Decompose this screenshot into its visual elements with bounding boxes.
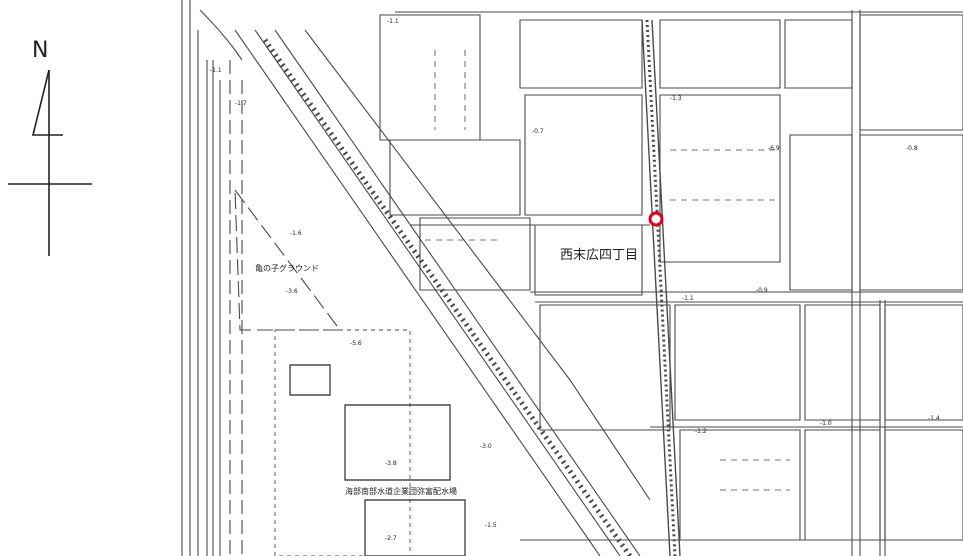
spot-height: -1.1	[682, 295, 694, 302]
spot-height: -0.7	[532, 128, 544, 135]
facility-boundary	[274, 329, 411, 556]
block-district	[534, 224, 643, 296]
spot-height: -0.9	[756, 287, 768, 294]
block-bottom-row	[679, 429, 963, 541]
block-right-a	[659, 19, 781, 263]
railway-track	[262, 38, 633, 556]
spot-height: -6.9	[768, 145, 780, 152]
curve-road	[199, 9, 243, 61]
ground-boundary	[234, 188, 342, 331]
main-road	[641, 19, 681, 556]
spot-height: -5.6	[350, 340, 362, 347]
spot-height: -3.8	[385, 460, 397, 467]
spot-height: -1.0	[820, 420, 832, 427]
spot-height: -1.6	[290, 230, 302, 237]
spot-height: -1.1	[387, 18, 399, 25]
spot-height: -1.5	[485, 522, 497, 529]
spot-height: -0.8	[906, 145, 918, 152]
location-marker[interactable]	[648, 211, 664, 227]
spot-height: -1.1	[210, 67, 222, 74]
diagonal-road	[304, 29, 651, 501]
map-canvas[interactable]: 西末広四丁目 亀の子グラウンド 海部南部水道企業団弥富配水場 -1.1 -0.7…	[180, 0, 963, 556]
facility-structures	[289, 364, 466, 556]
spot-height: -3.0	[480, 443, 492, 450]
block-right-c	[859, 14, 963, 291]
facility-label: 海部南部水道企業団弥富配水場	[345, 486, 457, 496]
spot-height: -1.7	[235, 100, 247, 107]
north-label: N	[32, 38, 49, 63]
north-arrow-icon	[8, 69, 92, 256]
block-right-b	[784, 19, 853, 291]
north-arrow: N	[0, 0, 120, 300]
ground-label: 亀の子グラウンド	[255, 263, 319, 273]
block-small	[419, 217, 531, 291]
spot-height: -1.4	[928, 415, 940, 422]
railway-lines	[234, 29, 641, 556]
spot-height: -1.2	[695, 428, 707, 435]
dashed-parcels	[425, 50, 790, 491]
spot-height: -3.6	[286, 288, 298, 295]
spot-height: -1.3	[670, 95, 682, 102]
district-label: 西末広四丁目	[560, 248, 638, 263]
block-lower-row	[539, 304, 963, 431]
left-road-lines	[181, 0, 221, 556]
location-pin-icon[interactable]	[648, 211, 664, 227]
vertical-roads	[851, 10, 886, 556]
block-upper	[379, 14, 643, 141]
spot-height: -2.7	[385, 535, 397, 542]
left-road-dashed	[229, 60, 243, 556]
block-mid	[389, 94, 643, 216]
